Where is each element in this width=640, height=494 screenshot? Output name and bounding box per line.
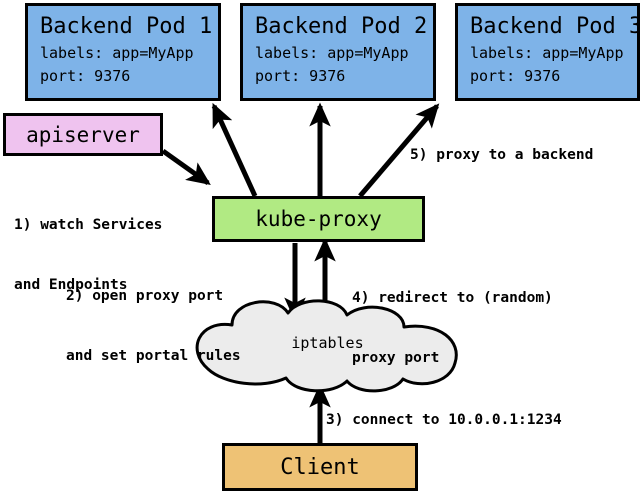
- edge-label-step-5: 5) proxy to a backend: [410, 147, 594, 163]
- edge-label-step-2-line-1: 2) open proxy port: [66, 288, 224, 304]
- edge-label-step-2: 2) open proxy port and set portal rules: [66, 246, 241, 406]
- pod1-labels: labels: app=MyApp: [40, 44, 194, 62]
- apiserver-label: apiserver: [26, 122, 140, 147]
- node-kube-proxy: kube-proxy: [212, 196, 425, 242]
- edge-label-step-4: 4) redirect to (random) proxy port: [352, 248, 553, 408]
- node-apiserver: apiserver: [3, 113, 163, 156]
- kube-proxy-label: kube-proxy: [255, 207, 382, 231]
- edge-apiserver-to-kubeproxy: [161, 148, 211, 186]
- pod2-title: Backend Pod 2: [255, 14, 428, 39]
- client-label: Client: [280, 454, 360, 480]
- edge-label-step-2-line-2: and set portal rules: [66, 348, 241, 364]
- edge-label-step-3: 3) connect to 10.0.0.1:1234: [326, 412, 562, 428]
- pod2-port: port: 9376: [255, 67, 346, 85]
- node-backend-pod-1: Backend Pod 1 labels: app=MyApp port: 93…: [25, 3, 221, 101]
- pod1-title: Backend Pod 1: [40, 14, 213, 39]
- edge-label-step-1: 1) watch Services and Endpoints: [14, 175, 162, 335]
- edge-label-step-1-line-2: and Endpoints: [14, 277, 128, 293]
- edge-label-step-4-line-2: proxy port: [352, 350, 440, 366]
- pod1-port: port: 9376: [40, 67, 131, 85]
- edge-label-step-4-line-1: 4) redirect to (random): [352, 290, 553, 306]
- node-client: Client: [222, 443, 418, 491]
- pod2-labels: labels: app=MyApp: [255, 44, 409, 62]
- node-backend-pod-3: Backend Pod 3 labels: app=MyApp port: 93…: [455, 3, 640, 101]
- pod3-labels: labels: app=MyApp: [470, 44, 624, 62]
- edge-kubeproxy-to-pod1: [211, 102, 258, 198]
- pod3-port: port: 9376: [470, 67, 561, 85]
- edge-label-step-1-line-1: 1) watch Services: [14, 217, 163, 233]
- node-backend-pod-2: Backend Pod 2 labels: app=MyApp port: 93…: [240, 3, 436, 101]
- pod3-title: Backend Pod 3: [470, 14, 640, 39]
- iptables-label: iptables: [291, 334, 364, 352]
